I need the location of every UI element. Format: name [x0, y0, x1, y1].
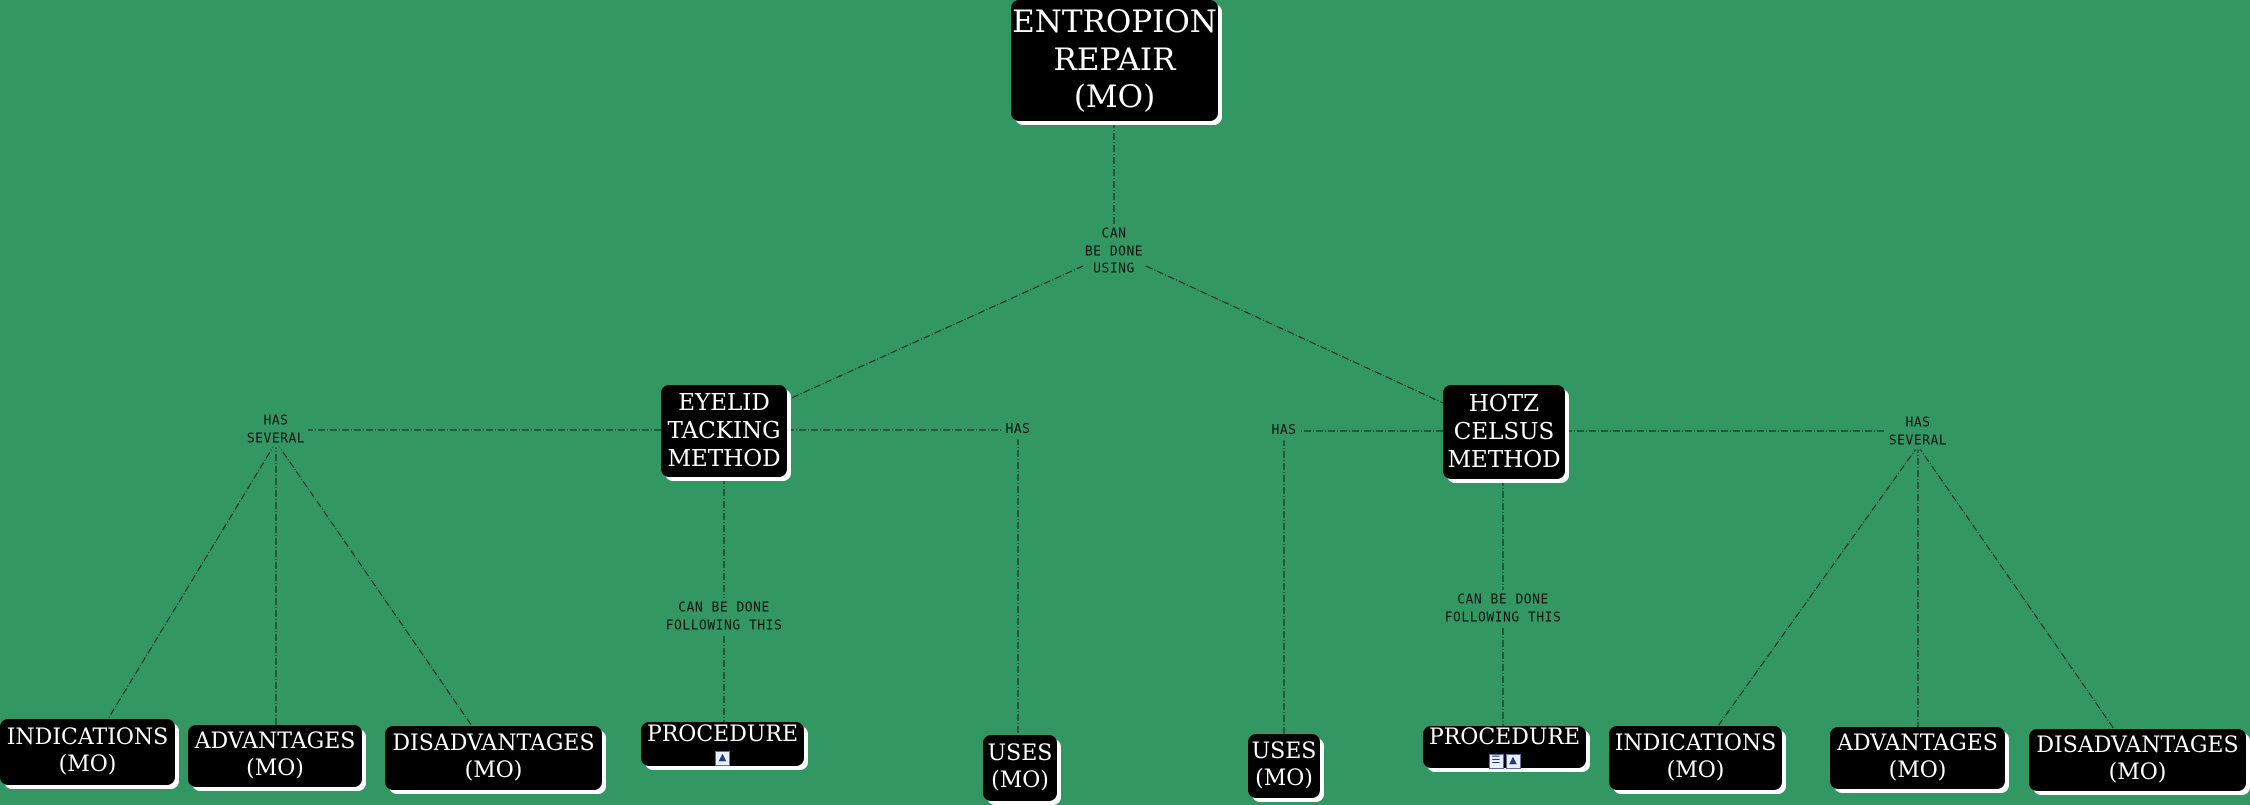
node-indications-right[interactable]: INDICATIONS(MO): [1609, 726, 1782, 790]
node-text-line: HOTZ: [1468, 390, 1540, 417]
connector-line: [275, 441, 473, 727]
connector-line: [107, 441, 277, 720]
node-text-line: (MO): [1888, 758, 1947, 783]
node-text-line: (MO): [2108, 760, 2167, 785]
node-uses-right[interactable]: USES(MO): [1248, 734, 1320, 798]
node-indications-left[interactable]: INDICATIONS(MO): [0, 719, 175, 785]
node-text-line: (MO): [1666, 758, 1725, 783]
node-text-line: (MO): [464, 758, 523, 783]
link-label-has-right: HAS: [1271, 422, 1297, 440]
node-text-line: CELSUS: [1453, 418, 1555, 445]
node-text-line: DISADVANTAGES: [2036, 733, 2239, 759]
node-uses-left[interactable]: USES(MO): [983, 735, 1057, 801]
node-text-line: INDICATIONS: [6, 725, 169, 751]
link-text-line: CAN BE DONE: [1457, 592, 1549, 608]
link-text-line: BE DONE: [1084, 244, 1144, 260]
node-text-line: ADVANTAGES: [194, 729, 356, 755]
link-label-following-right: CAN BE DONE FOLLOWING THIS: [1444, 591, 1562, 627]
node-text-line: USES: [987, 741, 1053, 767]
node-text-line: ADVANTAGES: [1837, 731, 1998, 757]
link-label-has-several-right: HAS SEVERAL: [1888, 414, 1948, 450]
link-label-has-left: HAS: [1005, 421, 1031, 439]
image-resource-icon[interactable]: ▲: [715, 750, 730, 766]
link-text-line: CAN: [1101, 226, 1127, 242]
node-text-line: (MO): [1255, 766, 1313, 791]
node-disadvantages-left[interactable]: DISADVANTAGES(MO): [385, 726, 602, 790]
link-label-has-several-left: HAS SEVERAL: [246, 412, 306, 448]
link-text-line: HAS: [263, 413, 289, 429]
node-text-line: REPAIR: [1053, 41, 1176, 78]
connector-line: [1717, 445, 1919, 727]
link-text-line: HAS: [1005, 422, 1031, 438]
node-text-line: ENTROPION: [1012, 3, 1217, 40]
node-text-line: METHOD: [1447, 447, 1561, 474]
link-text-line: HAS: [1271, 423, 1297, 439]
link-text-line: CAN BE DONE: [678, 600, 770, 616]
node-text-line: EYELID: [678, 389, 770, 416]
node-text-line: PROCEDURE: [1428, 725, 1581, 751]
link-text-line: USING: [1093, 261, 1135, 277]
node-text-line: USES: [1251, 739, 1317, 765]
node-text-line: TACKING: [667, 417, 781, 444]
connector-line: [786, 265, 1084, 401]
link-text-line: SEVERAL: [1888, 433, 1948, 448]
connector-line: [1145, 265, 1444, 404]
node-text-line: (MO): [1073, 79, 1156, 116]
link-text-line: FOLLOWING THIS: [665, 618, 783, 633]
image-resource-icon[interactable]: ▲: [1505, 753, 1521, 769]
node-disadvantages-right[interactable]: DISADVANTAGES(MO): [2029, 729, 2246, 791]
link-text-line: SEVERAL: [246, 431, 306, 446]
link-label-following-left: CAN BE DONE FOLLOWING THIS: [665, 599, 783, 635]
node-text-line: (MO): [991, 768, 1049, 793]
node-text-line: METHOD: [667, 446, 781, 473]
resource-icons: ☰▲: [1488, 753, 1521, 769]
link-text-line: HAS: [1905, 415, 1931, 431]
resource-icons: ▲: [715, 750, 730, 766]
connector-line: [1917, 445, 2115, 730]
node-procedure-left[interactable]: PROCEDURE ▲: [641, 722, 804, 766]
node-text-line: INDICATIONS: [1614, 731, 1777, 757]
node-text-line: DISADVANTAGES: [392, 731, 595, 757]
node-text-line: PROCEDURE: [646, 722, 799, 748]
node-advantages-right[interactable]: ADVANTAGES(MO): [1830, 727, 2005, 789]
node-procedure-right[interactable]: PROCEDURE ☰▲: [1423, 725, 1586, 769]
node-text-line: (MO): [58, 752, 117, 777]
link-text-line: FOLLOWING THIS: [1444, 610, 1562, 625]
node-text-line: (MO): [246, 756, 304, 781]
document-resource-icon[interactable]: ☰: [1488, 753, 1504, 769]
node-advantages-left[interactable]: ADVANTAGES(MO): [188, 725, 362, 787]
